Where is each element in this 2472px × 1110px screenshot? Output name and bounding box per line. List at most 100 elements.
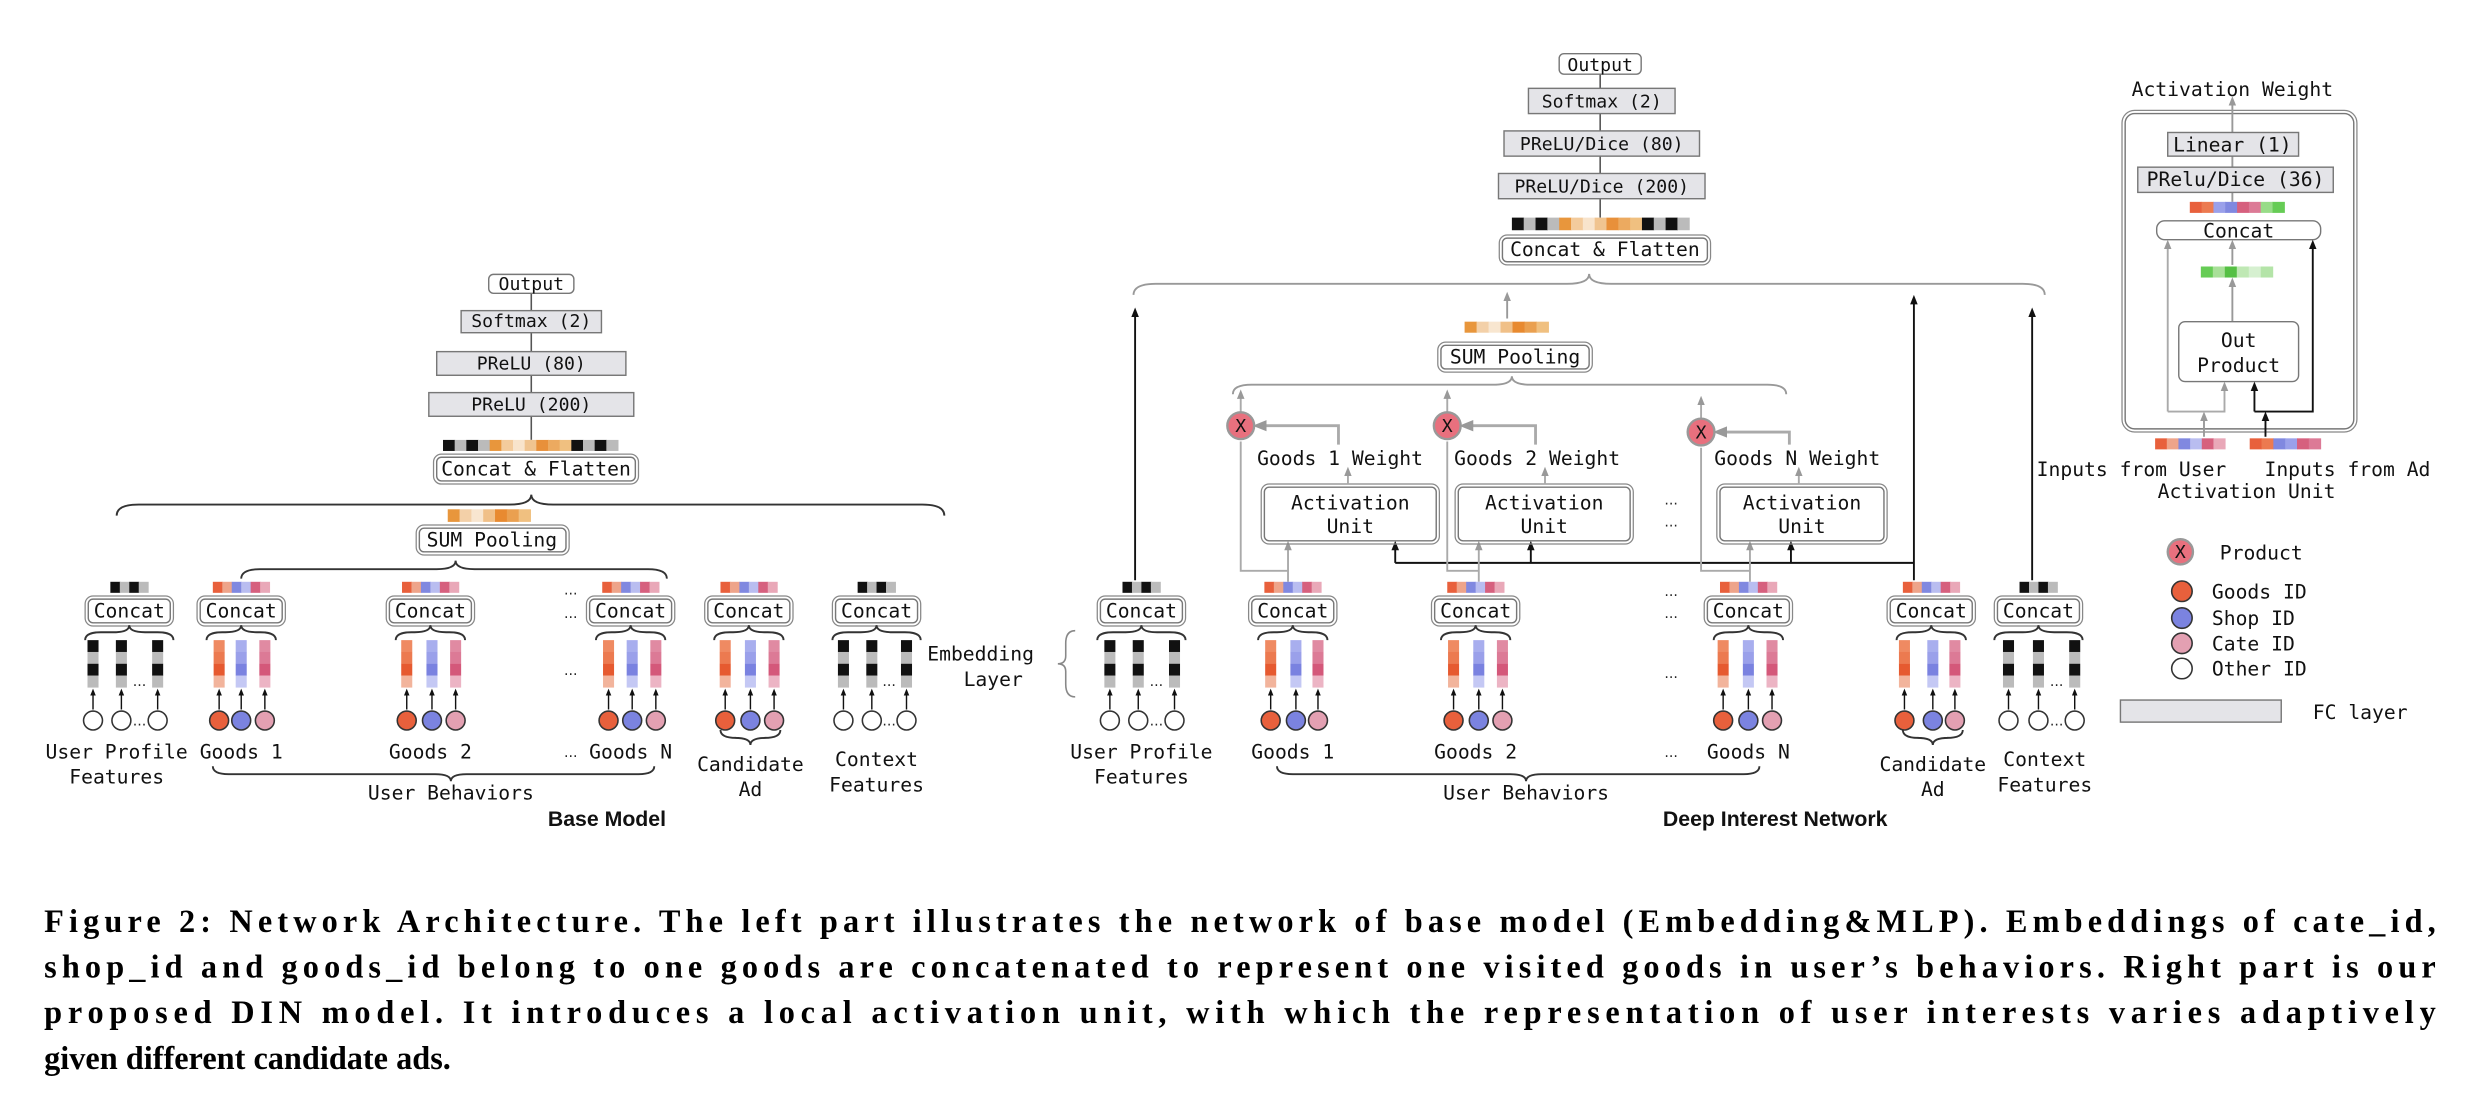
embedding-cell (837, 675, 849, 688)
prelu-dice-layer-label: PRelu/Dice (36) (2147, 168, 2325, 191)
strip-cell (454, 439, 467, 451)
embedding-cell (1168, 640, 1181, 653)
activation-unit-label: Activation (1743, 491, 1862, 514)
cate-id-circle (1492, 710, 1513, 731)
figure-caption-line: Figure 2: Network Architecture. The left… (44, 903, 2436, 939)
embedding-cell (1742, 675, 1754, 688)
embedding-cell (152, 663, 164, 676)
cate-id-circle (1761, 710, 1783, 731)
product-symbol: X (1235, 416, 1246, 437)
strip-cell (1122, 581, 1133, 593)
strip-cell (2237, 201, 2250, 213)
strip-cell (1283, 581, 1294, 593)
embedding-cell (603, 663, 615, 676)
strip-cell (867, 581, 878, 593)
concat-brace (205, 625, 277, 641)
embedding-cell (401, 640, 413, 653)
embedding-cell (213, 675, 225, 688)
strip-cell (2028, 581, 2039, 593)
pooled-vector (1464, 321, 1549, 333)
concat-label: Concat (841, 599, 912, 622)
ellipsis: ... (133, 713, 147, 729)
strip-cell (571, 439, 584, 451)
embedding-cell (450, 675, 462, 688)
strip-cell (447, 509, 461, 522)
embedding-cell (866, 675, 878, 688)
embedding-cell (2002, 640, 2015, 653)
strip-cell (231, 581, 242, 593)
embedding-cell (626, 675, 638, 688)
concat-flatten-box (435, 456, 637, 482)
strip-cell (602, 581, 613, 593)
strip-cell (640, 581, 651, 593)
candidate-ad-label: Ad (1921, 778, 1945, 801)
pooled-vector (447, 509, 531, 522)
fc-layer-box (1497, 172, 1706, 200)
strip-cell (1931, 581, 1942, 593)
embedding-cell (450, 663, 462, 676)
strip-cell (430, 581, 441, 593)
other-id-circle (111, 710, 132, 731)
sum-pooling-brace (1231, 376, 1788, 395)
strip-cell (439, 581, 450, 593)
embedding-cell (1448, 651, 1460, 664)
embedding-cell (2002, 663, 2015, 676)
linear-layer-label: Linear (1) (2173, 133, 2292, 156)
ellipsis: ... (1664, 606, 1678, 622)
embedding-cell (152, 675, 164, 688)
ellipsis: ... (1664, 584, 1678, 600)
strip-cell (1302, 581, 1313, 593)
flattened-vector (443, 439, 619, 451)
embedding-cell (259, 675, 271, 688)
strip-cell (1653, 217, 1667, 231)
embedding-cell (87, 651, 99, 664)
linear-layer-box (2167, 131, 2300, 157)
shop-id-circle (1738, 710, 1759, 731)
activation-unit-box (1263, 486, 1437, 542)
strip-cell (611, 581, 622, 593)
embedding-cell (1496, 651, 1508, 664)
embedding-cell (450, 640, 462, 653)
concat-box (588, 598, 673, 624)
strip-cell (2249, 438, 2263, 450)
strip-cell (2213, 201, 2226, 213)
concat-label: Concat (1713, 599, 1784, 622)
embedding-cell (1265, 675, 1277, 688)
strip-cell (2248, 266, 2262, 278)
embedding-cell (2069, 675, 2081, 688)
embedding-cell (2069, 663, 2081, 676)
activation-weight-label: Activation Weight (2132, 78, 2334, 101)
candidate-ad-label: Candidate (1879, 753, 1986, 776)
concat-brace (1257, 625, 1329, 641)
context-label: Context (835, 748, 918, 771)
embedding-cell (115, 663, 127, 676)
concat-label: Concat (206, 599, 277, 622)
goods-id-circle (1260, 710, 1281, 731)
behavior-to-product-line (1700, 447, 1750, 572)
embedding-cell (259, 663, 271, 676)
embedding-cell (719, 651, 731, 664)
strip-cell (2155, 438, 2168, 450)
embedding-cell (1898, 663, 1910, 676)
embedding-cell (2069, 651, 2081, 664)
strip-cell (1150, 581, 1161, 593)
strip-cell (1618, 217, 1631, 231)
concat-brace (831, 625, 922, 641)
shop-id-circle (230, 710, 252, 731)
embedding-cell (1717, 663, 1729, 676)
strip-cell (739, 581, 750, 593)
embedding-cell (719, 663, 731, 676)
concat-label: Concat (2003, 599, 2074, 622)
strip-cell (260, 581, 271, 593)
cate-id-circle (1944, 710, 1966, 731)
strip-cell (1476, 321, 1490, 333)
user-profile-label: User Profile (46, 740, 188, 763)
embedding-cell (1473, 640, 1485, 653)
embedding-layer-label: Layer (964, 668, 1023, 691)
embedding-cell (1448, 640, 1460, 653)
fc-layer-box (1527, 87, 1676, 115)
strip-cell (2261, 438, 2274, 450)
other-id-circle (82, 710, 104, 731)
ad-input-vector (2249, 438, 2322, 450)
concat-box (388, 598, 473, 624)
